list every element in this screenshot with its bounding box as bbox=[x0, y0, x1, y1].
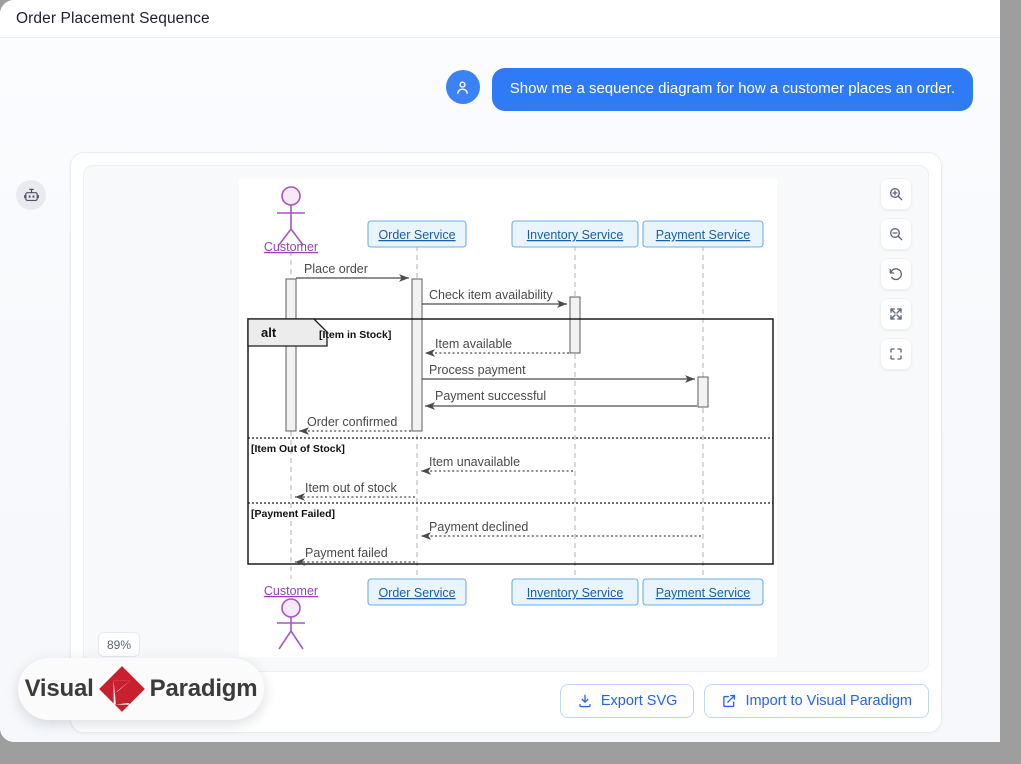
svg-text:Payment Service: Payment Service bbox=[656, 228, 751, 242]
activation-bars bbox=[285, 278, 709, 432]
visual-paradigm-diamond-logo bbox=[98, 666, 145, 712]
external-link-icon bbox=[723, 694, 736, 708]
svg-text:Process payment: Process payment bbox=[429, 363, 526, 377]
svg-text:Payment Service: Payment Service bbox=[656, 586, 751, 600]
import-label: Import to Visual Paradigm bbox=[745, 693, 912, 709]
rotate-ccw-icon bbox=[889, 268, 902, 281]
alt-guard-1: [Item in Stock] bbox=[319, 329, 391, 341]
svg-text:Item unavailable: Item unavailable bbox=[429, 455, 520, 469]
diagram-canvas: Customer Order Service Inventory Service bbox=[239, 179, 777, 657]
participant-box-payment-top: Payment Service bbox=[642, 220, 764, 248]
robot-icon bbox=[23, 188, 39, 201]
message-item-out-of-stock: Item out of stock bbox=[295, 481, 415, 501]
export-svg-label: Export SVG bbox=[600, 693, 678, 709]
zoom-in-button[interactable] bbox=[880, 178, 912, 210]
actor-label-customer-top: Customer bbox=[264, 240, 318, 254]
zoom-out-button[interactable] bbox=[880, 218, 912, 250]
message-process-payment: Process payment bbox=[422, 363, 695, 383]
reset-view-button[interactable] bbox=[880, 258, 912, 290]
diagram-viewer[interactable]: Customer Order Service Inventory Service bbox=[83, 165, 929, 672]
fullscreen-corners-icon bbox=[890, 348, 902, 360]
sequence-diagram-svg: Customer Order Service Inventory Service bbox=[247, 186, 774, 650]
app-window: Order Placement Sequence Show me a seque… bbox=[0, 0, 1000, 742]
user-avatar bbox=[445, 70, 480, 104]
message-item-unavailable: Item unavailable bbox=[421, 455, 573, 475]
message-order-confirmed: Order confirmed bbox=[299, 415, 411, 435]
user-message-bubble: Show me a sequence diagram for how a cus… bbox=[491, 68, 973, 111]
messages: Place order Check item availability bbox=[295, 262, 701, 566]
assistant-avatar bbox=[16, 180, 46, 210]
svg-text:Inventory Service: Inventory Service bbox=[527, 228, 624, 242]
visual-paradigm-branding: Visual Paradigm bbox=[18, 658, 264, 720]
svg-text:Inventory Service: Inventory Service bbox=[527, 586, 624, 600]
participant-box-order-bottom: Order Service bbox=[367, 578, 467, 606]
user-message-row: Show me a sequence diagram for how a cus… bbox=[0, 68, 1000, 111]
export-svg-button[interactable]: Export SVG bbox=[559, 684, 695, 718]
svg-text:Order confirmed: Order confirmed bbox=[307, 415, 397, 429]
brand-word-paradigm: Paradigm bbox=[149, 675, 258, 702]
chat-area: Show me a sequence diagram for how a cus… bbox=[0, 38, 1000, 742]
svg-text:Payment declined: Payment declined bbox=[429, 520, 528, 534]
zoom-out-icon bbox=[890, 228, 903, 241]
titlebar: Order Placement Sequence bbox=[0, 0, 1000, 38]
svg-text:Order Service: Order Service bbox=[378, 586, 455, 600]
participant-box-payment-bottom: Payment Service bbox=[642, 578, 764, 606]
page-title: Order Placement Sequence bbox=[16, 9, 210, 27]
svg-text:Check item availability: Check item availability bbox=[429, 288, 553, 302]
svg-text:Item available: Item available bbox=[435, 337, 512, 351]
message-payment-failed: Payment failed bbox=[295, 546, 415, 566]
svg-text:Item out of stock: Item out of stock bbox=[305, 481, 397, 495]
message-check-item-availability: Check item availability bbox=[422, 288, 567, 308]
participant-box-order-top: Order Service bbox=[367, 220, 467, 248]
alt-guard-2: [Item Out of Stock] bbox=[251, 443, 345, 455]
user-icon bbox=[457, 81, 469, 94]
download-icon bbox=[579, 694, 591, 708]
import-to-visual-paradigm-button[interactable]: Import to Visual Paradigm bbox=[704, 684, 929, 718]
participant-box-inventory-top: Inventory Service bbox=[511, 220, 639, 248]
message-payment-successful: Payment successful bbox=[425, 389, 697, 410]
message-place-order: Place order bbox=[296, 262, 409, 282]
zoom-in-icon bbox=[890, 188, 903, 201]
fit-to-screen-button[interactable] bbox=[880, 298, 912, 330]
message-item-available: Item available bbox=[425, 337, 569, 357]
card-footer: Export SVG Import to Visual Paradigm bbox=[83, 672, 929, 720]
brand-word-visual: Visual bbox=[24, 675, 94, 702]
actor-label-customer-bottom: Customer bbox=[264, 584, 318, 598]
fullscreen-button[interactable] bbox=[880, 338, 912, 370]
svg-text:Place order: Place order bbox=[304, 262, 368, 276]
message-payment-declined: Payment declined bbox=[421, 520, 701, 540]
participant-box-inventory-bottom: Inventory Service bbox=[511, 578, 639, 606]
diagram-card: Customer Order Service Inventory Service bbox=[70, 152, 942, 733]
viewer-toolbar bbox=[880, 178, 912, 370]
svg-text:Payment successful: Payment successful bbox=[435, 389, 546, 403]
svg-text:Order Service: Order Service bbox=[378, 228, 455, 242]
actor-customer-bottom bbox=[277, 598, 305, 650]
alt-guard-3: [Payment Failed] bbox=[251, 508, 335, 520]
window-scrollbar[interactable] bbox=[1006, 4, 1018, 756]
alt-fragment: alt [Item in Stock] [Item Out of Stock] … bbox=[247, 318, 774, 565]
maximize-arrows-icon bbox=[890, 308, 902, 320]
zoom-level-badge[interactable]: 89% bbox=[98, 632, 140, 657]
svg-text:Payment failed: Payment failed bbox=[305, 546, 388, 560]
actor-customer-top bbox=[277, 186, 305, 246]
assistant-message-row: Customer Order Service Inventory Service bbox=[16, 152, 986, 733]
alt-operator-label: alt bbox=[261, 325, 277, 340]
